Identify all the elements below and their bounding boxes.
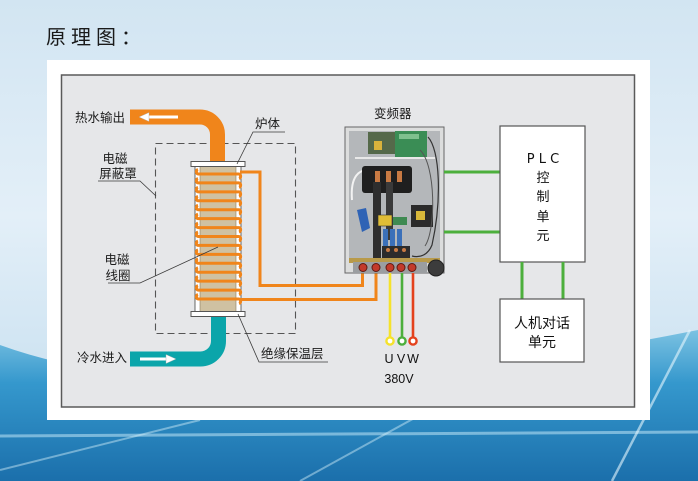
arrow-right-icon [140, 354, 177, 364]
coil-lead-wire [240, 170, 364, 287]
slide-title: 原理图： [46, 25, 146, 49]
coil-turn [194, 186, 243, 198]
em-coil-leader [108, 246, 219, 284]
hmi-unit-label: 人机对话 [514, 316, 570, 332]
plc-unit-label: 制 [536, 190, 549, 205]
coil-lead-wire [240, 273, 378, 301]
igbt-module [382, 246, 410, 259]
coil-turn [194, 257, 243, 270]
copper-terminal [375, 171, 380, 182]
coil-turn [194, 239, 243, 252]
blue-cable [357, 208, 370, 232]
coil-turn [194, 248, 243, 261]
coil-turn [194, 203, 243, 216]
coil-turn [194, 221, 243, 234]
inverter-terminal [358, 263, 368, 272]
em-shield-label: 屏蔽罩 [99, 166, 137, 181]
plc-unit-label: P L C [527, 152, 559, 167]
cold-water-pipe [130, 315, 226, 367]
phase-w-terminal [408, 336, 418, 346]
phase-w-label: W [407, 352, 419, 366]
mounting-rail [355, 157, 435, 159]
em-coil [194, 168, 243, 305]
inverter-label: 变频器 [374, 106, 412, 121]
bus-bar [386, 182, 393, 240]
light-streak [0, 430, 698, 438]
copper-terminal [397, 171, 402, 182]
terminal-rail [349, 258, 440, 263]
bus-bar [373, 182, 381, 262]
light-streak [0, 419, 201, 471]
transformer-core [416, 211, 425, 220]
coil-turn [194, 212, 243, 225]
internal-wiring [411, 136, 439, 258]
plc-unit-label: 单 [536, 210, 549, 225]
inverter-terminal [407, 263, 417, 272]
board-component [374, 141, 382, 150]
insulation-layer-label: 绝缘保温层 [261, 346, 324, 361]
copper-terminal [386, 171, 391, 182]
coil-turn [194, 168, 243, 180]
inverter-device [344, 126, 445, 277]
driver-board [377, 214, 393, 227]
plc-control-unit [499, 125, 586, 263]
coil-turn [194, 266, 243, 279]
capacitor [397, 229, 402, 251]
coil-turn [194, 230, 243, 243]
furnace-body-leader [236, 131, 285, 165]
coil-turn [194, 275, 243, 287]
inverter-terminal [396, 263, 406, 272]
terminal-group [358, 263, 417, 272]
em-coil-label: 电磁 [104, 252, 130, 267]
arrow-left-icon [138, 112, 178, 122]
module-screw [386, 248, 390, 252]
coil-turn [194, 284, 243, 296]
coil-turn [194, 293, 243, 305]
inverter-terminal [385, 263, 395, 272]
phase-u-label: U [384, 352, 393, 366]
plc-unit-label: 控 [536, 171, 549, 186]
coil-turn [194, 177, 243, 189]
light-streak [299, 414, 421, 481]
light-streak [610, 329, 692, 481]
hmi-unit [499, 298, 585, 363]
driver-board [393, 217, 407, 225]
furnace-bottom-flange [190, 311, 246, 317]
furnace-top-flange [190, 161, 246, 167]
phase-v-label: V [397, 352, 406, 366]
hot-water-pipe [130, 109, 225, 163]
hot-water-out-label: 热水输出 [75, 110, 125, 125]
module-screw [402, 248, 406, 252]
cable-gland [427, 259, 445, 277]
em-shield-label: 电磁 [102, 151, 128, 166]
cold-water-in-label: 冷水进入 [77, 350, 128, 365]
insulation-layer-leader [237, 313, 328, 363]
em-coil-label: 线圈 [105, 268, 130, 283]
internal-wiring [419, 149, 434, 247]
plc-unit-label: 元 [536, 229, 549, 244]
power-voltage-label: 380V [384, 372, 414, 386]
board-chip [399, 134, 419, 139]
capacitor [390, 229, 395, 251]
capacitor [383, 229, 388, 251]
furnace-body-label: 炉体 [255, 116, 281, 131]
phase-u-terminal [385, 336, 395, 346]
em-shield-leader [98, 180, 157, 197]
inverter-terminal [371, 263, 381, 272]
coil-turn [194, 194, 243, 207]
module-screw [394, 248, 398, 252]
phase-v-terminal [397, 336, 407, 346]
hmi-unit-label: 单元 [528, 335, 556, 351]
